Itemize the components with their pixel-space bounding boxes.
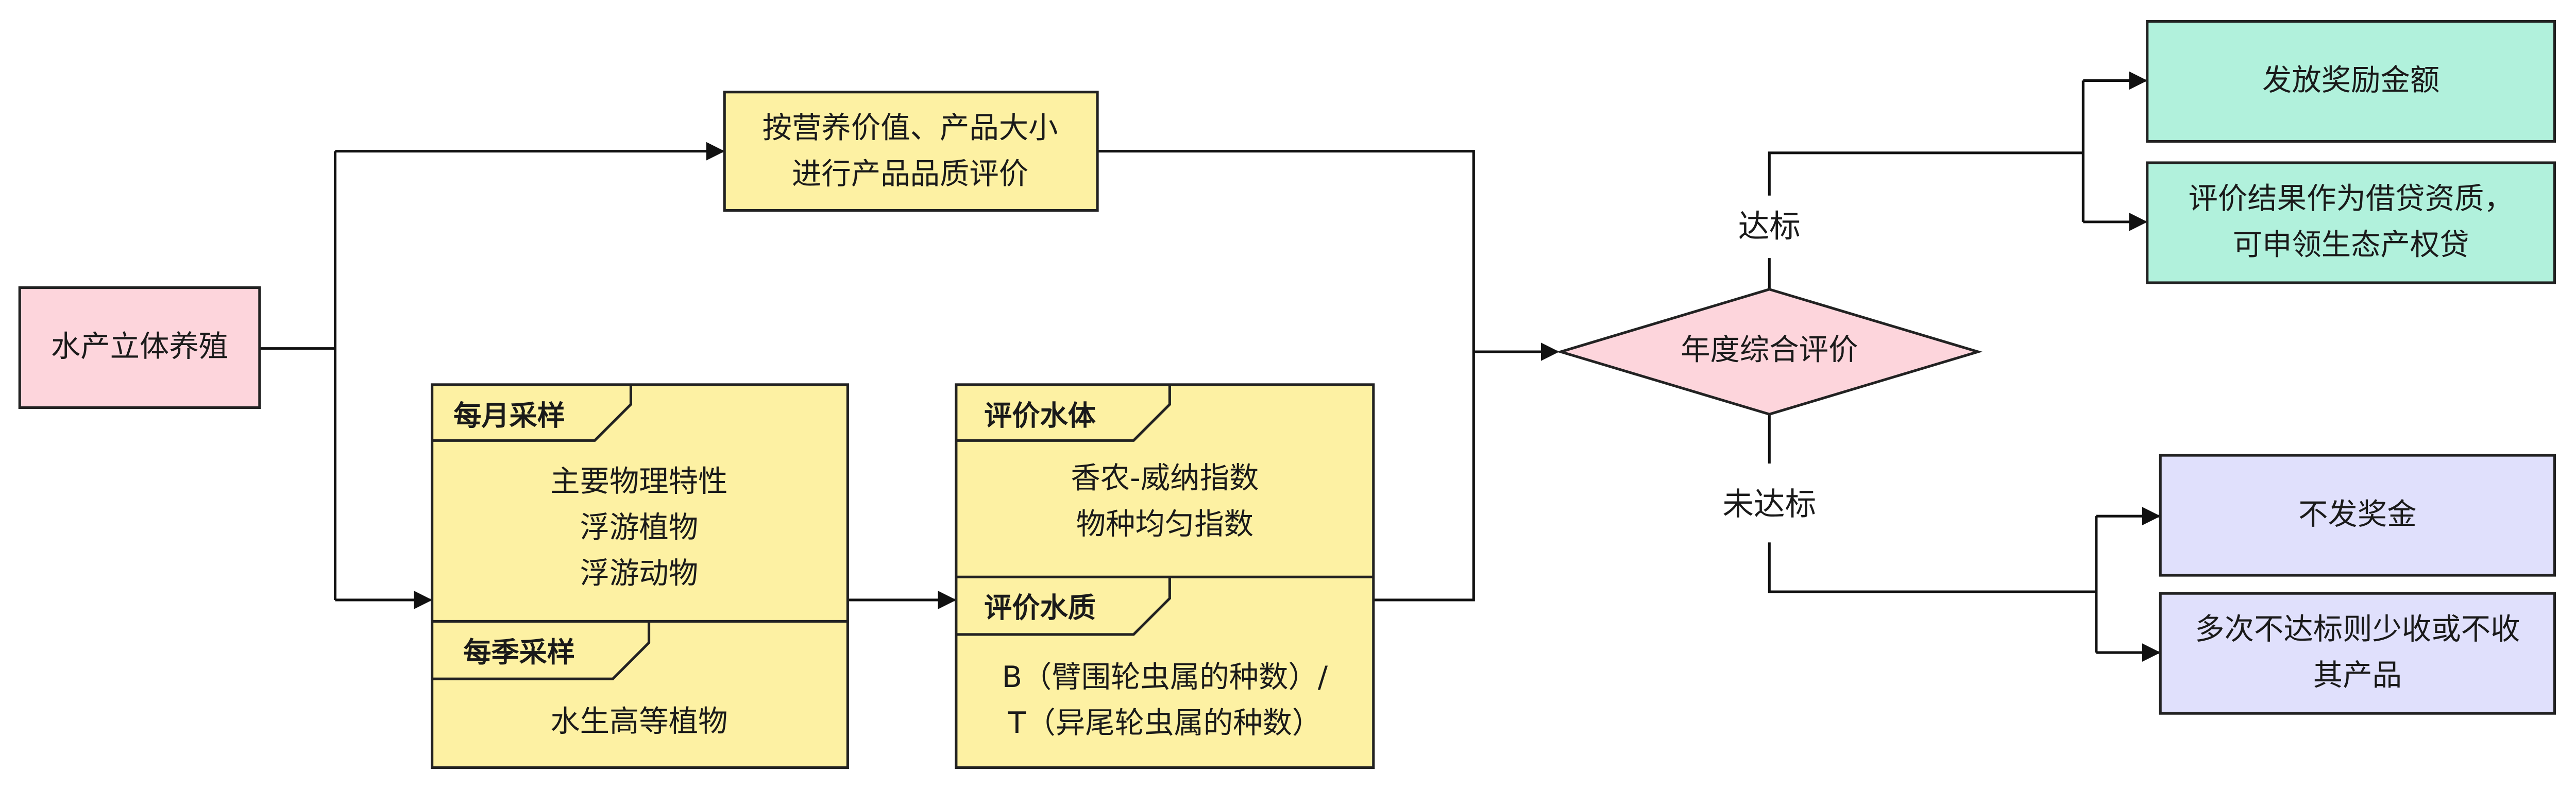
start-node-label: 水产立体养殖 xyxy=(51,329,228,364)
monthly-tag: 每月采样 xyxy=(453,399,565,432)
loan-line-1: 评价结果作为借贷资质， xyxy=(2189,181,2514,216)
sampling-panel-box xyxy=(431,383,849,769)
evaluation-to-merge-line xyxy=(1373,352,1475,602)
monthly-item-1: 主要物理特性 xyxy=(550,464,727,499)
monthly-item-2: 浮游植物 xyxy=(580,510,699,544)
quality-eval-box xyxy=(723,91,1099,212)
annual-eval-node: 年度综合评价 xyxy=(1556,288,1983,416)
sampling-panel: 每月采样 主要物理特性 浮游植物 浮游动物 每季采样 水生高等植物 xyxy=(431,383,849,769)
water-body-item-2: 物种均匀指数 xyxy=(1076,507,1253,541)
reward-node: 发放奖励金额 xyxy=(2146,20,2556,143)
fail-branch-line-lower xyxy=(1768,542,2096,593)
monthly-item-3: 浮游动物 xyxy=(580,556,699,591)
water-quality-item-1: B（臂围轮虫属的种数）/ xyxy=(1002,660,1328,694)
reduce-purchase-box xyxy=(2159,592,2556,715)
quality-eval-line-2: 进行产品品质评价 xyxy=(792,157,1028,191)
seasonal-tag-shape xyxy=(432,621,651,680)
water-body-tag: 评价水体 xyxy=(984,399,1096,432)
connectors xyxy=(259,71,2161,662)
reduce-purchase-line-1: 多次不达标则少收或不收 xyxy=(2195,612,2520,646)
annual-eval-label: 年度综合评价 xyxy=(1681,333,1858,367)
loan-line-2: 可申领生态产权贷 xyxy=(2233,227,2469,262)
quality-eval-node: 按营养价值、产品大小 进行产品品质评价 xyxy=(723,91,1099,212)
reduce-purchase-line-2: 其产品 xyxy=(2313,658,2402,693)
no-bonus-node: 不发奖金 xyxy=(2159,454,2556,577)
pass-branch-line-upper xyxy=(1768,151,2083,196)
quality-eval-line-1: 按营养价值、产品大小 xyxy=(762,111,1058,145)
reward-label: 发放奖励金额 xyxy=(2262,63,2439,97)
reduce-purchase-node: 多次不达标则少收或不收 其产品 xyxy=(2159,592,2556,715)
start-node-box xyxy=(18,286,261,409)
no-bonus-label: 不发奖金 xyxy=(2298,497,2417,531)
loan-box xyxy=(2146,161,2556,284)
no-bonus-box xyxy=(2159,454,2556,577)
reward-box xyxy=(2146,20,2556,143)
water-quality-tag: 评价水质 xyxy=(984,592,1096,624)
evaluation-panel: 评价水体 香农-威纳指数 物种均匀指数 评价水质 B（臂围轮虫属的种数）/ T（… xyxy=(955,383,1375,769)
fail-label: 未达标 xyxy=(1722,487,1816,523)
quality-eval-to-merge-line xyxy=(1097,150,1475,352)
seasonal-tag: 每季采样 xyxy=(463,636,575,668)
water-body-item-1: 香农-威纳指数 xyxy=(1071,461,1259,495)
water-quality-item-2: T（异尾轮虫属的种数） xyxy=(1007,706,1321,740)
loan-node: 评价结果作为借贷资质， 可申领生态产权贷 xyxy=(2146,161,2556,284)
seasonal-item-1: 水生高等植物 xyxy=(550,704,727,739)
water-quality-tag-shape xyxy=(956,577,1171,636)
monthly-tag-shape xyxy=(432,384,633,442)
pass-label: 达标 xyxy=(1738,209,1801,245)
water-body-tag-shape xyxy=(956,384,1171,442)
start-node: 水产立体养殖 xyxy=(18,286,261,409)
annual-eval-diamond xyxy=(1556,288,1983,416)
